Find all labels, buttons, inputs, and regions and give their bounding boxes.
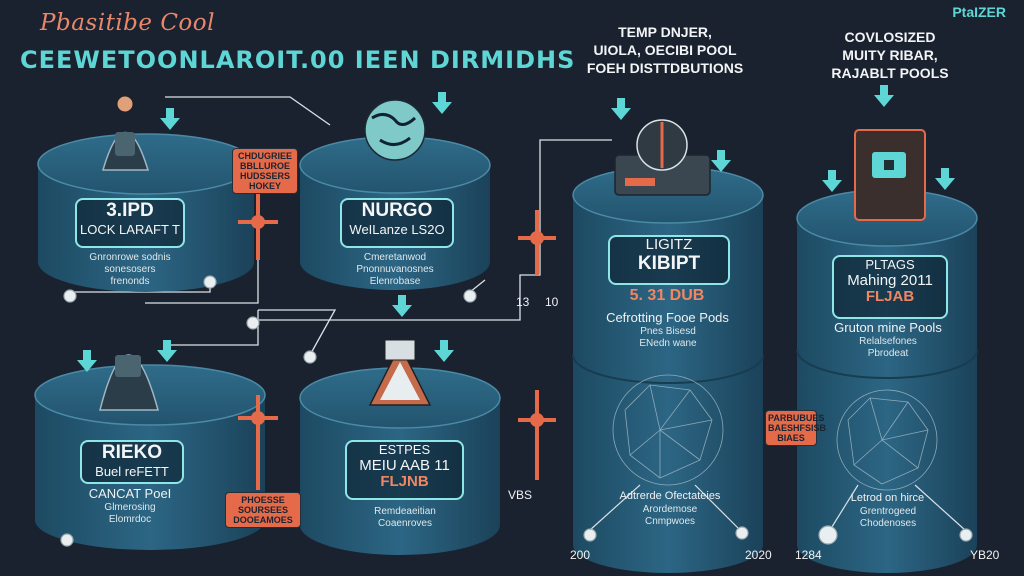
pool-5-network-label: Adtrerde Ofectateies — [619, 490, 721, 502]
pool-4-subtitle: MEIU AAB 11 — [359, 457, 450, 474]
callout-2: PHOESSE SOURSEES DOOEAMOES — [225, 492, 301, 528]
pool-6-caption-line: Relalsefones — [859, 336, 917, 347]
pool-5-title: LIGITZ — [645, 236, 693, 253]
callout-3-line: BIAES — [777, 433, 805, 443]
pool-5-caption: Pnes Bisesd ENedn wane — [618, 326, 718, 350]
title-small: Pbasitibe Cool — [40, 10, 215, 36]
pool-4-caption-line: Coaenroves — [378, 518, 432, 529]
pod-device-icon-2 — [99, 354, 159, 411]
pool-2-caption-line: Cmeretanwod — [363, 252, 427, 263]
column-3-header: TEMP DNJER, UIOLA, OECIBI POOL FOEH DIST… — [560, 23, 770, 77]
orange-cross-icon-3 — [238, 395, 278, 490]
pool-2-caption-line: Pnonnuvanosnes — [356, 264, 434, 275]
pool-3-sub: CANCAT PoeI — [88, 486, 172, 501]
callout-1-line: CHDUGRIEE — [237, 151, 292, 161]
pool-1-caption-line: sonesosers — [104, 264, 156, 275]
number-label-bottom-right-a: 1284 — [795, 548, 822, 562]
pool-6-title: PLTAGS — [865, 257, 915, 272]
callout-2-line: PHOESSE — [241, 495, 285, 505]
col3-line-3: FOEH DISTTDBUTIONS — [586, 60, 744, 76]
orange-cross-icon-2 — [518, 210, 556, 275]
callout-1-line: HOKEY — [248, 181, 281, 191]
pool-6-network-label: Letrod on hirce — [850, 492, 925, 504]
pool-5-subtitle: KIBIPT — [637, 253, 701, 274]
number-label-13: 13 — [516, 295, 530, 309]
pool-5-sub: Cefrotting Fooe Pods — [606, 310, 729, 325]
pool-6-network-caption-line: Grentrogeed — [859, 506, 917, 517]
pool-1-subtitle: LOCK LARAFT T — [80, 222, 180, 237]
pool-5-network-caption-line: Cnmpwoes — [644, 516, 696, 527]
callout-3-line: PARBUBUES — [768, 413, 825, 423]
pool-4-caption-line: Remdeaeitian — [374, 506, 436, 517]
callout-2-line: DOOEAMOES — [233, 515, 293, 525]
pool-3-label: RIEKO Buel reFETT — [80, 440, 184, 484]
sphere-connector-lines — [589, 484, 966, 531]
pool-5-network-caption: Arordemose Cnmpwoes — [620, 504, 720, 528]
pool-2-title: NURGO — [361, 200, 433, 221]
pool-2-caption-line: Elenrobase — [369, 276, 421, 287]
pool-4-caption: Remdeaeitian Coaenroves — [350, 506, 460, 530]
pool-6-network-caption-line: Chodenoses — [859, 518, 917, 529]
connector-node-icons — [60, 275, 973, 547]
pool-5-label: LIGITZ KIBIPT — [608, 235, 730, 285]
pool-2-caption: Cmeretanwod Pnonnuvanosnes Elenrobase — [345, 252, 445, 288]
number-label-vbs: VBS — [508, 488, 533, 502]
pool-6-caption: Relalsefones Pbrodeat — [838, 336, 938, 360]
column-4-header: COVLOSIZED MUITY RIBAR, RAJABLT POOLS — [800, 28, 980, 82]
pool-1-caption: Gnronrowe sodnis sonesosers frenonds — [80, 252, 180, 288]
orange-cross-icon-4 — [518, 390, 556, 480]
brand-logo: PtaIZER — [952, 4, 1006, 20]
number-label-bottom-mid: 2020 — [745, 548, 772, 562]
callout-1-line: BBLLUROE — [240, 161, 290, 171]
server-device-icon — [614, 119, 711, 196]
network-sphere-icon-1 — [612, 374, 724, 486]
callout-3: PARBUBUES BAESHFSISB BIAES — [765, 410, 827, 446]
pool-5-caption-line: ENedn wane — [639, 338, 697, 349]
pool-6-sub: Gruton mine Pools — [834, 320, 942, 335]
pool-3-caption: Glmerosing Elomrdoc — [80, 502, 180, 526]
col4-line-3: RAJABLT POOLS — [831, 65, 949, 81]
callout-1-line: HUDSSERS — [239, 171, 290, 181]
number-label-bottom-right-b: YB20 — [970, 548, 1000, 562]
orange-cross-icon-1 — [238, 185, 278, 260]
col3-line-1: TEMP DNJER, — [618, 24, 712, 40]
pool-1-caption-line: frenonds — [110, 276, 150, 287]
pool-1-title: 3.IPD — [106, 200, 154, 221]
pool-4-label: ESTPES MEIU AAB 11 FLJNB — [345, 440, 464, 500]
callout-3-line: BAESHFSISB — [768, 423, 827, 433]
callout-2-line: SOURSEES — [237, 505, 288, 515]
pool-3-title: RIEKO — [101, 442, 163, 463]
pool-5-caption-line: Pnes Bisesd — [640, 326, 696, 337]
col4-line-1: COVLOSIZED — [844, 29, 936, 45]
pool-6-caption-line: Pbrodeat — [867, 348, 909, 359]
pool-1-caption-line: Gnronrowe sodnis — [89, 252, 171, 263]
callout-1: CHDUGRIEE BBLLUROE HUDSSERS HOKEY — [232, 148, 298, 194]
globe-icon — [364, 99, 426, 161]
pool-3-subtitle: Buel reFETT — [95, 464, 169, 479]
pool-1-label: 3.IPD LOCK LARAFT T — [75, 198, 185, 248]
pod-device-icon-1 — [101, 95, 150, 171]
pool-6-label: PLTAGS Mahing 2011 FLJAB — [832, 255, 948, 319]
network-sphere-icon-2 — [836, 389, 938, 491]
pool-3-caption-line: Elomrdoc — [108, 514, 152, 525]
pool-2-label: NURGO WeILanze LS2O — [340, 198, 454, 248]
pyramid-device-icon — [368, 339, 432, 406]
pool-2-subtitle: WeILanze LS2O — [349, 222, 445, 237]
col4-line-2: MUITY RIBAR, — [842, 47, 938, 63]
tower-device-icon — [854, 129, 926, 221]
pool-5-value: 5. 31 DUB — [629, 287, 705, 304]
col3-line-2: UIOLA, OECIBI POOL — [593, 42, 737, 58]
pool-5-network-caption-line: Arordemose — [642, 504, 698, 515]
pool-3-caption-line: Glmerosing — [104, 502, 156, 513]
pool-4-value: FLJNB — [380, 473, 429, 490]
pool-4-title: ESTPES — [378, 442, 431, 457]
number-label-bottom-left: 200 — [570, 548, 591, 562]
pool-6-network-caption: Grentrogeed Chodenoses — [838, 506, 938, 530]
number-label-10: 10 — [545, 295, 559, 309]
pool-6-subtitle: Mahing 2011 — [847, 272, 933, 289]
pool-6-value: FLJAB — [865, 288, 915, 305]
teal-arrow-icons — [77, 85, 955, 372]
page-title: CEEWETOONLAROIT.00 IEEN DIRMIDHS — [20, 46, 576, 74]
